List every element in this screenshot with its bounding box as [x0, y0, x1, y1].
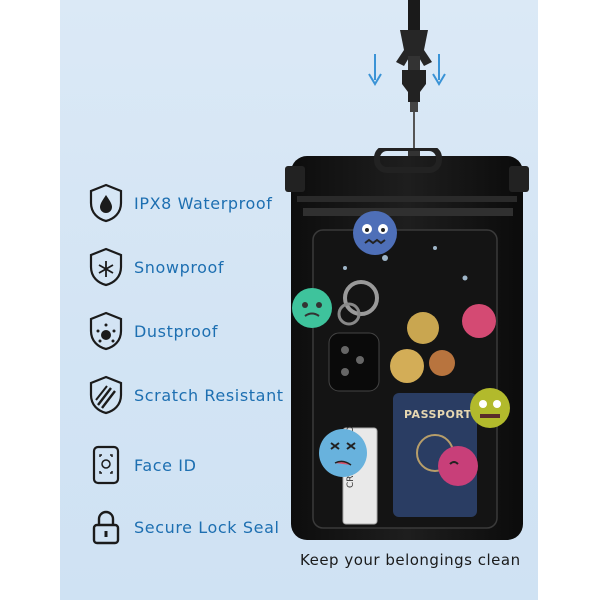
green-germ-illustration [292, 288, 332, 328]
feature-label: Face ID [134, 455, 197, 475]
feature-dustproof: Dustproof [88, 308, 218, 354]
blue-germ-illustration [353, 211, 397, 255]
passport-label: PASSPORT [404, 408, 472, 421]
feature-secure-lock-seal: Secure Lock Seal [88, 504, 280, 550]
snowflake-shield-icon [88, 246, 124, 288]
scratch-shield-icon [88, 374, 124, 416]
padlock-icon [88, 506, 124, 548]
dust-shield-icon [88, 310, 124, 352]
feature-scratch-resistant: Scratch Resistant [88, 372, 284, 418]
feature-label: Snowproof [134, 257, 225, 277]
lanyard [396, 0, 432, 158]
feature-label: Scratch Resistant [134, 385, 284, 405]
arrow-down-icon [432, 54, 446, 86]
feature-waterproof: IPX8 Waterproof [88, 180, 272, 226]
caption: Keep your belongings clean [300, 551, 521, 569]
arrow-down-icon [368, 54, 382, 86]
feature-label: Dustproof [134, 321, 219, 341]
feature-label: IPX8 Waterproof [134, 193, 273, 213]
feature-face-id: Face ID [88, 442, 197, 488]
water-drop-shield-icon [88, 182, 124, 224]
pink-germ-illustration [462, 304, 496, 338]
feature-label: Secure Lock Seal [134, 517, 280, 537]
light-blue-germ-illustration [319, 429, 367, 477]
yellow-germ-illustration [470, 388, 510, 428]
magenta-germ-illustration [438, 446, 478, 486]
feature-snowproof: Snowproof [88, 244, 224, 290]
face-id-phone-icon [88, 444, 124, 486]
